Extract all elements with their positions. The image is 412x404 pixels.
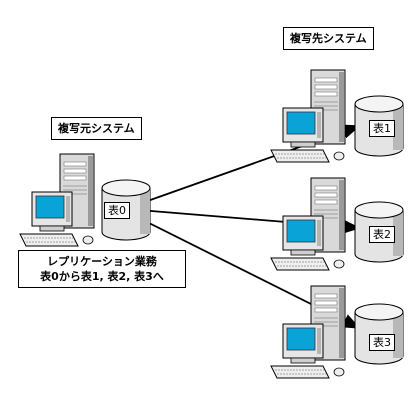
replication-note: レプリケーション業務 表0から表1, 表2, 表3へ [18,250,186,288]
table-label-2: 表2 [369,226,395,243]
target-workstation-icon-1 [270,69,346,163]
table-label-3: 表3 [369,334,395,351]
note-line-2: 表0から表1, 表2, 表3へ [40,270,164,283]
note-line-1: レプリケーション業務 [47,255,157,268]
source-workstation-icon [19,153,95,247]
target-workstation-icon-3 [270,285,346,379]
target-workstation-icon-2 [270,177,346,271]
source-system-label: 複写元システム [51,117,142,140]
target-system-label: 複写先システム [283,27,374,50]
table-label-1: 表1 [369,120,395,137]
table-label-source: 表0 [104,202,130,219]
